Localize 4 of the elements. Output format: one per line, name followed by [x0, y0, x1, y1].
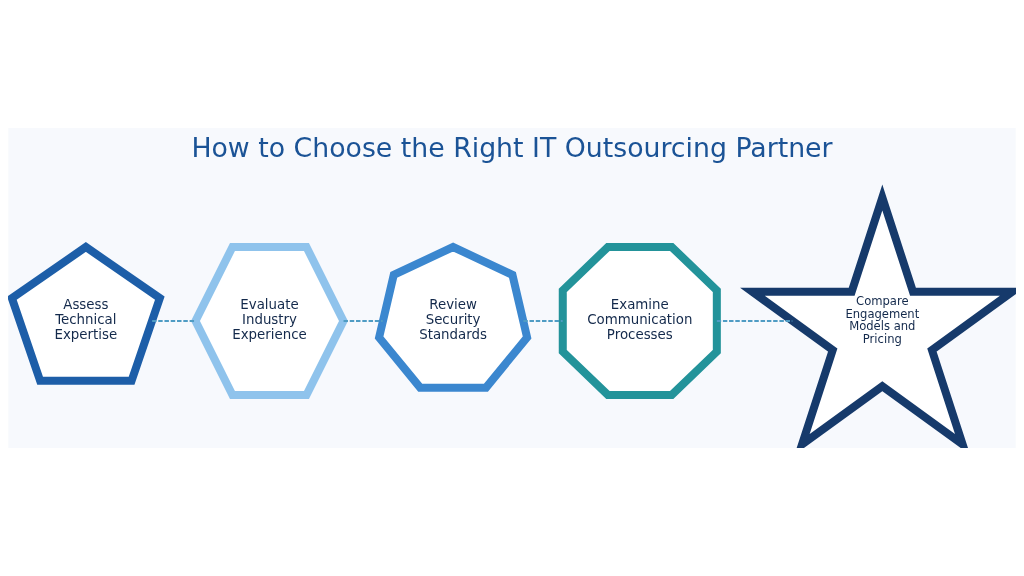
connector — [151, 320, 197, 322]
diagram-title: How to Choose the Right IT Outsourcing Partner — [191, 131, 833, 163]
connector — [522, 320, 564, 322]
connector — [342, 320, 384, 322]
